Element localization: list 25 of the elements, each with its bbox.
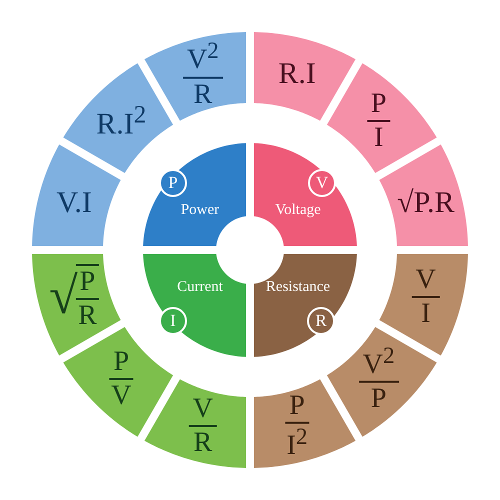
formula-denominator: V (111, 380, 132, 410)
quantity-name: Resistance (266, 279, 330, 295)
formula: R.I (278, 57, 316, 90)
formula-numerator: V$^{2}$ (358, 344, 399, 383)
formula-denominator: I (374, 122, 384, 152)
formula-numerator: V$^{2}$ (182, 40, 223, 78)
formula-denominator: R (194, 426, 212, 457)
quantity-name: Power (180, 202, 220, 218)
formula-denominator: P (370, 382, 386, 413)
formula-numerator: P (366, 90, 390, 122)
formula-numerator: P (110, 348, 134, 380)
formula-numerator: P (285, 392, 309, 424)
formula-numerator: V (188, 394, 217, 427)
formula: √P.R (397, 186, 454, 219)
formula-denominator: I (421, 298, 430, 328)
formula-denominator: R (194, 78, 212, 108)
quantity-name: Current (177, 279, 223, 295)
symbol-circle: I (159, 307, 187, 335)
radical-sign: √ (49, 271, 78, 324)
formula-denominator: I$^{2}$ (286, 424, 308, 460)
quantity-name: Voltage (275, 202, 321, 218)
formula: V.I (56, 186, 92, 219)
formula-denominator: R (78, 300, 97, 330)
formula: R.I$^{2}$ (96, 108, 146, 141)
formula-numerator: V (412, 266, 440, 298)
